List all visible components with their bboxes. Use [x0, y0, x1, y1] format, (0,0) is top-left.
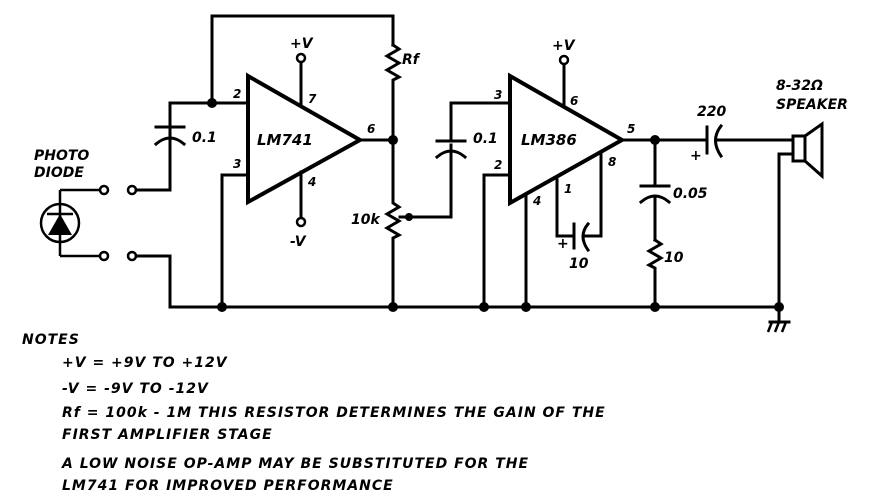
u1-vplus-label: +V: [290, 36, 314, 52]
wire-u2-pin2: [482, 173, 512, 309]
c1-value: 0.1: [192, 130, 217, 146]
u1-pin2: 2: [233, 87, 241, 101]
speaker-label-1: 8-32Ω: [776, 78, 823, 94]
u2-pin5: 5: [627, 122, 635, 136]
junction: [650, 302, 660, 312]
photodiode: [39, 188, 100, 258]
u1-pin4: 4: [307, 175, 316, 189]
vplus-terminal: [558, 54, 570, 66]
capacitor-gain-10: [572, 221, 591, 253]
u2-pin1: 1: [564, 182, 572, 196]
u2-pin2: 2: [494, 158, 502, 172]
resistor-zobel: [645, 237, 664, 309]
note-line: -V = -9V TO -12V: [62, 381, 209, 397]
input-terminal-2a: [98, 250, 110, 262]
vminus-terminal: [295, 216, 307, 228]
opamp-lm741: [246, 72, 365, 206]
wire-u2-pin8: [583, 150, 603, 238]
potentiometer-10k: [384, 138, 403, 309]
ground-icon: [766, 305, 791, 333]
c2-value: 0.1: [473, 131, 498, 147]
c-gain-polarity: +: [557, 236, 569, 252]
resistor-rf: [384, 42, 403, 142]
wire-speaker-return: [777, 152, 795, 309]
u2-pin8: 8: [608, 155, 616, 169]
input-terminal-1a: [98, 184, 110, 196]
photodiode-label-2: DIODE: [34, 165, 84, 181]
note-line: Rf = 100k - 1M THIS RESISTOR DETERMINES …: [62, 405, 606, 421]
c-zobel-value: 0.05: [673, 186, 708, 202]
u2-name: LM386: [521, 131, 577, 149]
capacitor-output-220: [705, 123, 724, 159]
speaker-icon: [791, 121, 824, 180]
u1-pin6: 6: [367, 122, 375, 136]
wire-input-bottom: [134, 254, 172, 309]
note-line: A LOW NOISE OP-AMP MAY BE SUBSTITUTED FO…: [62, 456, 530, 472]
c-gain-value: 10: [569, 256, 589, 272]
note-line: +V = +9V TO +12V: [62, 355, 228, 371]
wire-u1-pin3: [220, 173, 250, 309]
wire-feedback: [210, 14, 395, 105]
notes-heading: NOTES: [22, 332, 80, 348]
note-line: LM741 FOR IMPROVED PERFORMANCE: [62, 478, 394, 494]
capacitor-zobel: [638, 138, 672, 242]
wire-u2-pin1: [555, 178, 574, 238]
c-out-value: 220: [697, 104, 726, 120]
u2-pin6: 6: [570, 94, 578, 108]
u2-pin4: 4: [532, 194, 541, 208]
note-line: FIRST AMPLIFIER STAGE: [62, 427, 273, 443]
junction: [405, 213, 413, 221]
junction: [521, 302, 531, 312]
speaker-label-2: SPEAKER: [776, 97, 848, 113]
u2-vplus-label: +V: [552, 38, 576, 54]
rf-label: Rf: [402, 52, 421, 68]
r-zobel-value: 10: [664, 250, 684, 266]
u1-pin3: 3: [233, 157, 241, 171]
u2-pin3: 3: [494, 88, 502, 102]
wire-input-top: [134, 138, 172, 192]
amplifier-lm386: [508, 72, 627, 207]
c-out-polarity: +: [690, 148, 702, 164]
capacitor-c2: [434, 101, 512, 219]
junction: [388, 302, 398, 312]
vplus-terminal: [295, 52, 307, 64]
u1-name: LM741: [257, 131, 313, 149]
u1-vminus-label: -V: [290, 234, 307, 250]
junction: [479, 302, 489, 312]
junction: [217, 302, 227, 312]
pot-value: 10k: [351, 212, 381, 228]
photodiode-label-1: PHOTO: [34, 148, 89, 164]
u1-pin7: 7: [308, 92, 317, 106]
